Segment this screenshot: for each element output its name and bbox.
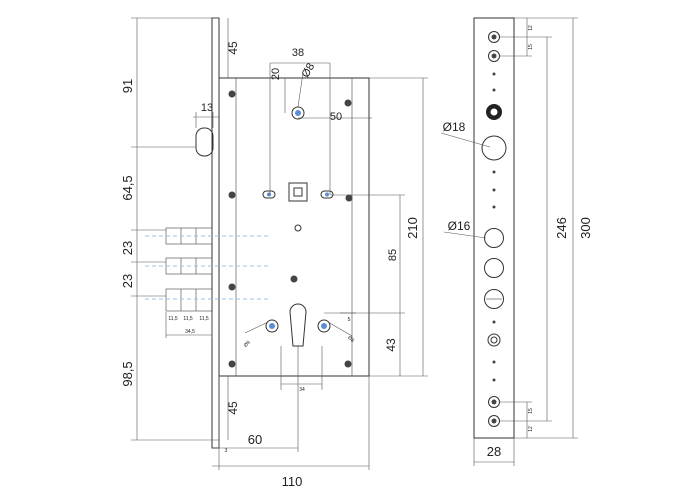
hook-latch — [195, 127, 214, 157]
dim-34: 34 — [299, 387, 305, 393]
dim-12-bottom: 12 — [528, 426, 534, 432]
dim-98-5: 98,5 — [120, 361, 135, 386]
dim-screw-right: Ø8 — [346, 335, 355, 344]
dim-20: 20 — [270, 68, 282, 80]
dim-110: 110 — [282, 474, 303, 489]
dim-11-5-a: 11,5 — [168, 316, 178, 322]
dim-246: 246 — [554, 217, 569, 239]
dim-50: 50 — [330, 111, 342, 123]
dim-43: 43 — [384, 338, 398, 352]
front-view: Ø18 Ø16 300 246 28 12 15 15 12 — [440, 17, 593, 466]
faceplate-side — [211, 17, 220, 449]
dim-11-5-c: 11,5 — [199, 316, 209, 322]
dim-23-a: 23 — [120, 241, 135, 255]
case-screw — [290, 275, 298, 283]
bolt-hole-16 — [484, 258, 504, 278]
dim-38: 38 — [292, 47, 304, 59]
dim-85: 85 — [387, 249, 399, 261]
case-screw — [344, 99, 352, 107]
dim-91: 91 — [120, 79, 135, 93]
case-screw — [228, 90, 236, 98]
dim-34-5: 34,5 — [185, 329, 195, 335]
bolt-group — [145, 227, 270, 312]
case-screw — [345, 194, 353, 202]
case-screw — [228, 360, 236, 368]
small-hole — [294, 224, 302, 232]
faceplate-front — [473, 17, 515, 439]
dim-300: 300 — [578, 217, 593, 239]
dim-15-top: 15 — [528, 44, 534, 50]
dim-13: 13 — [201, 102, 213, 114]
bolt-hole-16 — [484, 228, 504, 248]
label-hole-16: Ø16 — [448, 219, 471, 233]
dim-3: 3 — [225, 448, 228, 454]
dim-60: 60 — [248, 432, 262, 447]
side-view: 91 64,5 23 23 98,5 45 45 38 20 Ø8 50 13 … — [120, 17, 428, 489]
dim-28: 28 — [487, 444, 501, 459]
dim-210: 210 — [405, 217, 420, 239]
lock-case — [218, 77, 370, 377]
dim-5: 5 — [348, 317, 351, 323]
dim-45-top: 45 — [226, 41, 240, 55]
dim-45-bottom: 45 — [226, 401, 240, 415]
case-screw — [344, 360, 352, 368]
latch-hole-18 — [481, 135, 507, 161]
dim-screw-left: Ø8 — [243, 340, 252, 349]
dim-11-5-b: 11,5 — [183, 316, 193, 322]
spindle-square — [288, 182, 308, 202]
case-screw — [228, 191, 236, 199]
dim-15-bottom: 15 — [528, 408, 534, 414]
label-hole-18: Ø18 — [443, 120, 466, 134]
dim-12-top: 12 — [528, 25, 534, 31]
cylinder-cutout — [289, 303, 307, 347]
case-screw — [228, 283, 236, 291]
dim-23-b: 23 — [120, 274, 135, 288]
dim-64-5: 64,5 — [120, 175, 135, 200]
